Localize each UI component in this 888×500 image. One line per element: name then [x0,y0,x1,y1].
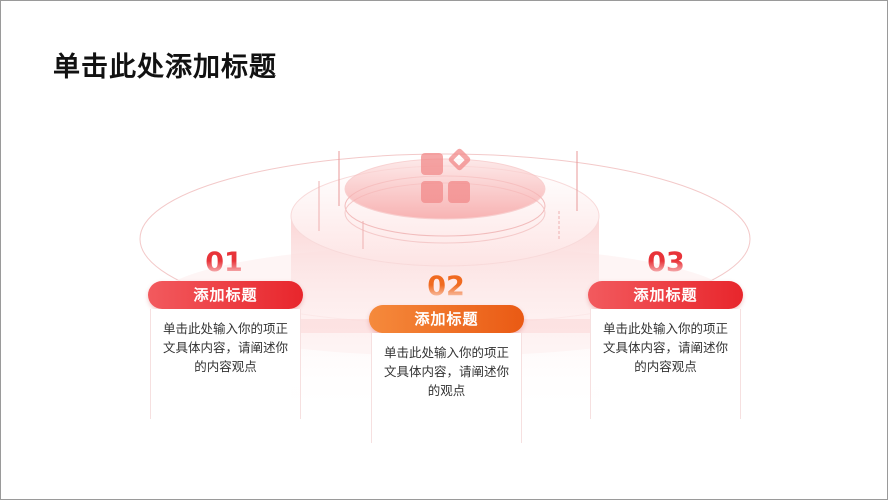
item-card-2: 添加标题 单击此处输入你的项正文具体内容，请阐述你的观点 [369,305,524,443]
item-heading[interactable]: 添加标题 [369,305,524,333]
item-heading[interactable]: 添加标题 [588,281,743,309]
item-text[interactable]: 单击此处输入你的项正文具体内容，请阐述你的观点 [371,333,522,443]
item-card-3: 添加标题 单击此处输入你的项正文具体内容，请阐述你的内容观点 [588,281,743,419]
item-card-1: 添加标题 单击此处输入你的项正文具体内容，请阐述你的内容观点 [148,281,303,419]
item-heading[interactable]: 添加标题 [148,281,303,309]
grid-icon [421,148,471,203]
item-number: 01 [184,247,264,278]
item-text[interactable]: 单击此处输入你的项正文具体内容，请阐述你的内容观点 [590,309,741,419]
item-number: 02 [406,271,486,302]
item-number: 03 [626,247,706,278]
page-title[interactable]: 单击此处添加标题 [53,52,277,83]
item-text[interactable]: 单击此处输入你的项正文具体内容，请阐述你的内容观点 [150,309,301,419]
top-disc [344,158,546,220]
